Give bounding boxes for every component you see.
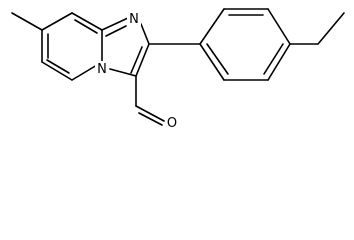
chemical-structure: N N O: [11, 8, 345, 130]
bond-c6-c7-inner: [74, 19, 98, 34]
phenyl-ring: [148, 8, 291, 81]
pyridine-ring: [41, 12, 103, 81]
bond-ph4-ph5-inner: [263, 43, 284, 75]
bond-ph6-ph1: [199, 43, 225, 81]
bond-c3i-n4: [109, 68, 137, 77]
bond-c2i-c3i: [135, 43, 150, 77]
bond-c3-c2: [41, 61, 73, 81]
aldehyde-group: [135, 75, 165, 126]
bond-c3-c2-inner: [46, 59, 70, 74]
ethyl-bond-2: [317, 12, 345, 45]
bond-c7-n1-inner: [105, 25, 127, 37]
bond-c2i-c3i-inner: [130, 46, 143, 74]
methyl-bond: [11, 12, 43, 31]
bridgehead-nitrogen-label: N: [97, 62, 107, 77]
imine-nitrogen-label: N: [129, 12, 139, 27]
bond-c5-c6: [41, 12, 73, 31]
bond-c7-n1: [101, 17, 129, 31]
bond-ph6-ph1-inner: [206, 43, 229, 75]
bond-c6-c7: [71, 12, 103, 31]
bond-n1-c2i: [140, 23, 150, 45]
aldehyde-co-bond: [135, 105, 165, 122]
aldehyde-co-bond-inner: [138, 112, 163, 126]
bond-ph1-ph2: [199, 8, 225, 45]
bond-ph4-ph5: [267, 43, 291, 81]
imidazole-ring: [101, 17, 150, 77]
ethyl-group: [289, 12, 345, 45]
bond-ph3-ph4: [267, 8, 291, 45]
aldehyde-oxygen-label: O: [167, 116, 177, 130]
